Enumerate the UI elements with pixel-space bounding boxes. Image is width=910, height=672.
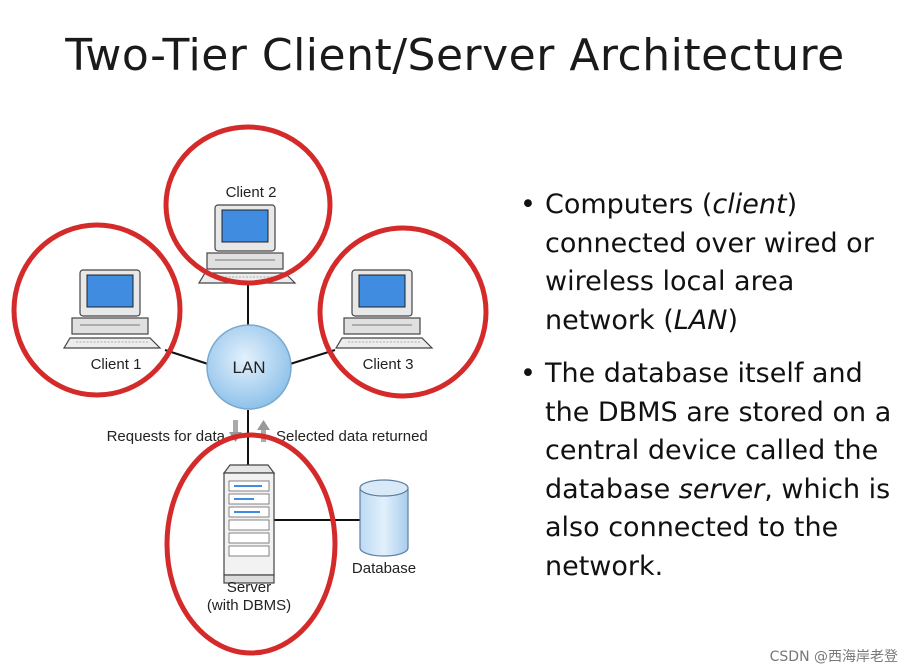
bullet-client: Computers (client) connected over wired … <box>520 186 905 340</box>
highlight-client1 <box>11 222 183 398</box>
client1-computer <box>62 269 162 349</box>
returned-label: Selected data returned <box>276 428 428 445</box>
bullet1-text-a: Computers ( <box>545 189 713 220</box>
lan-label: LAN <box>232 358 265 377</box>
bullet1-em-lan: LAN <box>673 304 728 336</box>
bullet2-em-server: server <box>678 473 765 505</box>
requests-label: Requests for data <box>107 428 226 445</box>
bullet1-em-client: client <box>712 189 787 220</box>
bullet1-text-b: ) connected over wired or wireless local… <box>545 189 874 336</box>
database-cylinder <box>359 479 409 557</box>
server-label-line2: (with DBMS) <box>207 597 291 614</box>
bullet2-text-b: , which is also connected to the network… <box>545 473 891 582</box>
watermark: CSDN @西海岸老登 <box>769 649 898 665</box>
highlight-client3 <box>317 225 489 399</box>
client1-label: Client 1 <box>91 356 142 373</box>
highlight-circles <box>11 124 489 656</box>
server-label-line1: Server <box>227 579 271 596</box>
client3-label: Client 3 <box>363 356 414 373</box>
server-tower <box>222 464 276 584</box>
bullet-server: The database itself and the DBMS are sto… <box>520 355 905 586</box>
client2-computer <box>197 204 297 284</box>
bullet1-text-c: ) <box>727 304 739 336</box>
highlight-client2 <box>163 124 333 286</box>
link-client1-lan <box>164 349 209 365</box>
slide-title: Two-Tier Client/Server Architecture <box>65 30 845 81</box>
database-label: Database <box>352 560 416 577</box>
architecture-diagram: LAN Client 2 Client 1 Client 3 Requests … <box>11 124 489 656</box>
bullet-list: Computers (client) connected over wired … <box>520 186 905 601</box>
highlight-server <box>164 432 338 656</box>
lan-node: LAN <box>206 324 292 410</box>
client2-label: Client 2 <box>226 184 277 201</box>
client3-computer <box>334 269 434 349</box>
network-links <box>164 280 360 521</box>
bullet2-text-a: The database itself and the DBMS are sto… <box>545 358 892 505</box>
